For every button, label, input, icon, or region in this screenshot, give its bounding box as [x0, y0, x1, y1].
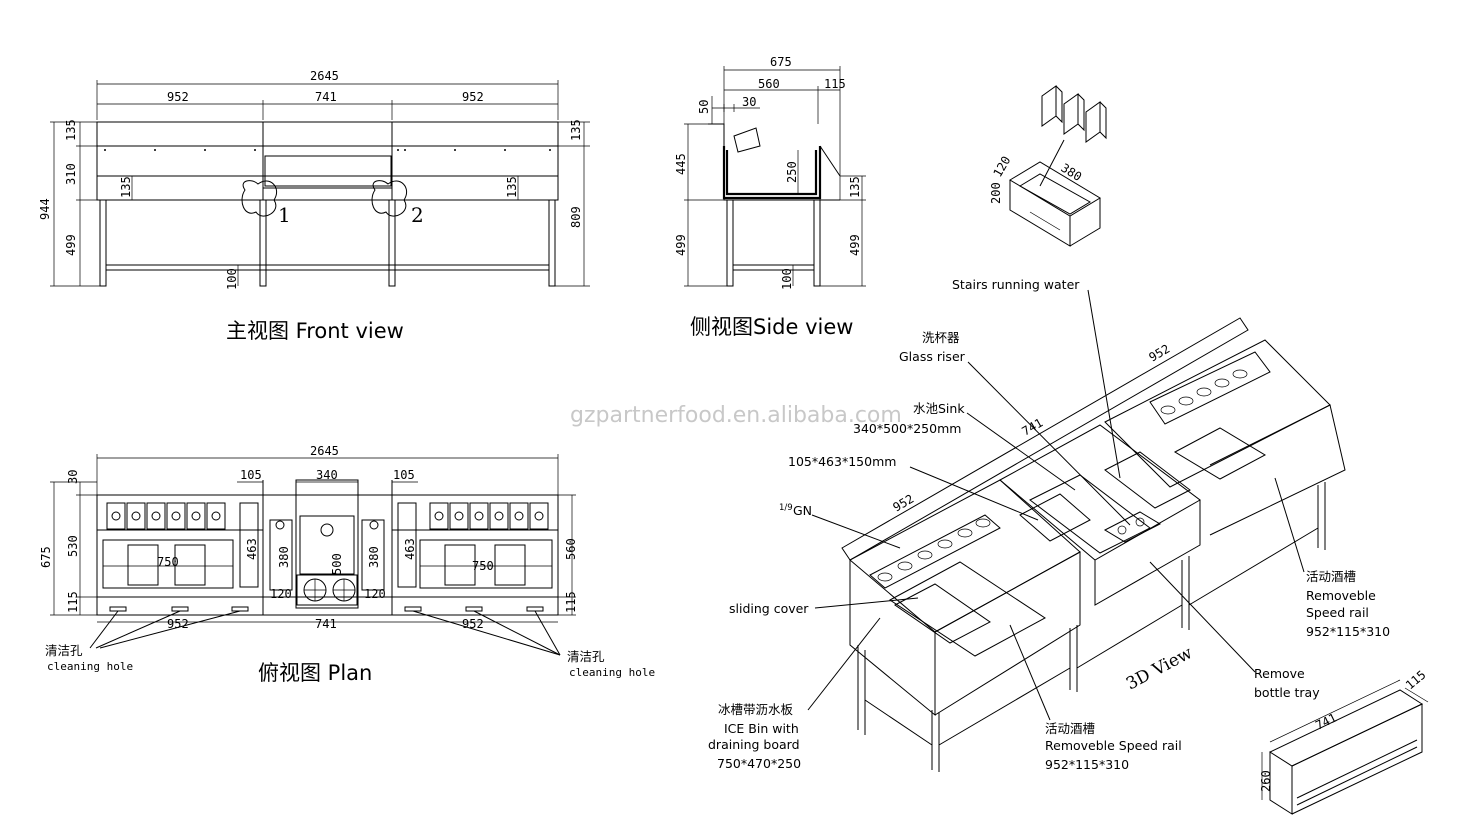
- front-dim-h499: 499: [64, 234, 78, 256]
- plan-dim-675: 675: [39, 546, 53, 568]
- tray-dim-115: 115: [1403, 668, 1429, 693]
- front-dim-mid: 741: [315, 90, 337, 104]
- plan-dim-30: 30: [66, 470, 80, 484]
- iso-callouts: Stairs running water 洗杯器 Glass riser 水池S…: [708, 277, 1390, 772]
- callout-speed-rail2-cn: 活动酒槽: [1306, 569, 1356, 584]
- front-dim-foot: 100: [225, 268, 239, 290]
- plan-view-title: 俯视图 Plan: [258, 661, 372, 685]
- plan-dim-380b: 380: [367, 546, 381, 568]
- glass-rack-detail: 120 380 200: [989, 85, 1107, 247]
- callout-speed-rail2-en2: Speed rail: [1306, 605, 1369, 620]
- side-dim-foot: 100: [780, 268, 794, 290]
- front-dim-right: 952: [462, 90, 484, 104]
- plan-dim-105b: 105: [393, 468, 415, 482]
- iso-dim-952b: 952: [1147, 342, 1173, 365]
- plan-dim-463a: 463: [245, 538, 259, 560]
- plan-dim-750a: 750: [157, 555, 179, 569]
- front-dim-total: 2645: [310, 69, 339, 83]
- callout-remove-bottle-tray-1: Remove: [1254, 666, 1305, 681]
- side-dim-30: 30: [742, 95, 756, 109]
- plan-dim-340: 340: [316, 468, 338, 482]
- side-dim-total: 675: [770, 55, 792, 69]
- tray-dim-741: 741: [1313, 711, 1339, 733]
- plan-dim-total: 2645: [310, 444, 339, 458]
- front-dim-r135: 135: [569, 119, 583, 141]
- front-view-title: 主视图 Front view: [226, 319, 404, 343]
- side-dim-135: 135: [848, 176, 862, 198]
- plan-dim-120a: 120: [270, 587, 292, 601]
- plan-gn-pans-left: [106, 502, 226, 530]
- plan-dim-463b: 463: [403, 538, 417, 560]
- side-dim-115: 115: [824, 77, 846, 91]
- plan-dim-105a: 105: [240, 468, 262, 482]
- side-dim-560: 560: [758, 77, 780, 91]
- plan-dim-560: 560: [564, 538, 578, 560]
- side-dim-250: 250: [785, 161, 799, 183]
- side-dim-50: 50: [697, 100, 711, 114]
- side-view-title: 侧视图Side view: [690, 315, 853, 339]
- callout-speed-rail2-en1: Removeble: [1306, 588, 1376, 603]
- callout-speed-rail-size: 952*115*310: [1045, 757, 1129, 772]
- callout-speed-rail2-size: 952*115*310: [1306, 624, 1390, 639]
- front-label-two: 2: [411, 203, 424, 227]
- cleaning-hole-left-en: cleaning hole: [47, 660, 133, 673]
- watermark-text: gzpartnerfood.en.alibaba.com: [570, 403, 902, 428]
- callout-stairs-running-water: Stairs running water: [952, 277, 1080, 292]
- plan-dim-500: 500: [330, 553, 344, 575]
- callout-gn: GN: [793, 503, 812, 518]
- callout-glass-riser-en: Glass riser: [899, 349, 966, 364]
- front-dim-inner135b: 135: [505, 176, 519, 198]
- callout-glass-riser-cn: 洗杯器: [922, 330, 960, 345]
- plan-dim-380a: 380: [277, 546, 291, 568]
- cleaning-hole-right-en: cleaning hole: [569, 666, 655, 679]
- tray-dim-260: 260: [1259, 770, 1273, 792]
- callout-speed-rail-cn: 活动酒槽: [1045, 721, 1095, 736]
- callout-box-size: 105*463*150mm: [788, 454, 896, 469]
- rack-dim-120: 120: [990, 154, 1013, 180]
- front-view: 2645 952 741 952 1 2: [38, 69, 590, 343]
- side-dim-499r: 499: [848, 234, 862, 256]
- plan-gn-pans-right: [429, 502, 549, 530]
- front-dim-h944: 944: [38, 198, 52, 220]
- rack-dim-380: 380: [1058, 161, 1084, 184]
- callout-ice-bin-en2: draining board: [708, 737, 800, 752]
- plan-dim-750b: 750: [472, 559, 494, 573]
- callout-speed-rail-en: Removeble Speed rail: [1045, 738, 1182, 753]
- front-dim-h135: 135: [64, 119, 78, 141]
- side-dim-445: 445: [674, 153, 688, 175]
- plan-dim-115l: 115: [66, 591, 80, 613]
- callout-ice-bin-cn: 冰槽带沥水板: [718, 702, 794, 717]
- rack-dim-200: 200: [989, 182, 1003, 204]
- plan-view: 2645 750 750: [39, 444, 655, 685]
- front-label-one: 1: [278, 203, 291, 227]
- front-dim-left: 952: [167, 90, 189, 104]
- callout-remove-bottle-tray-2: bottle tray: [1254, 685, 1320, 700]
- plan-dim-530: 530: [66, 535, 80, 557]
- callout-ice-bin-en1: ICE Bin with: [724, 721, 799, 736]
- plan-dim-115r: 115: [564, 591, 578, 613]
- callout-sink-size: 340*500*250mm: [853, 421, 961, 436]
- callout-sliding-cover: sliding cover: [729, 601, 809, 616]
- callout-ice-bin-size: 750*470*250: [717, 756, 801, 771]
- plan-dim-952a: 952: [167, 617, 189, 631]
- iso-glass-riser: [1103, 511, 1162, 543]
- iso-gn-pans: [869, 514, 1001, 589]
- iso-dim-952a: 952: [891, 492, 917, 515]
- front-dim-h809: 809: [569, 206, 583, 228]
- front-dim-inner135a: 135: [119, 176, 133, 198]
- cleaning-hole-right-cn: 清洁孔: [567, 649, 605, 664]
- callout-sink-cn: 水池Sink: [913, 401, 965, 416]
- front-dim-h310: 310: [64, 163, 78, 185]
- callout-gn-fraction: 1/9: [779, 503, 793, 513]
- side-view: 675 560 115 30 50 445 499 250: [674, 55, 866, 339]
- side-dim-499l: 499: [674, 234, 688, 256]
- plan-dim-741: 741: [315, 617, 337, 631]
- cleaning-hole-left-cn: 清洁孔: [45, 643, 83, 658]
- plan-dim-120b: 120: [364, 587, 386, 601]
- iso-view-title: 3D View: [1123, 643, 1196, 695]
